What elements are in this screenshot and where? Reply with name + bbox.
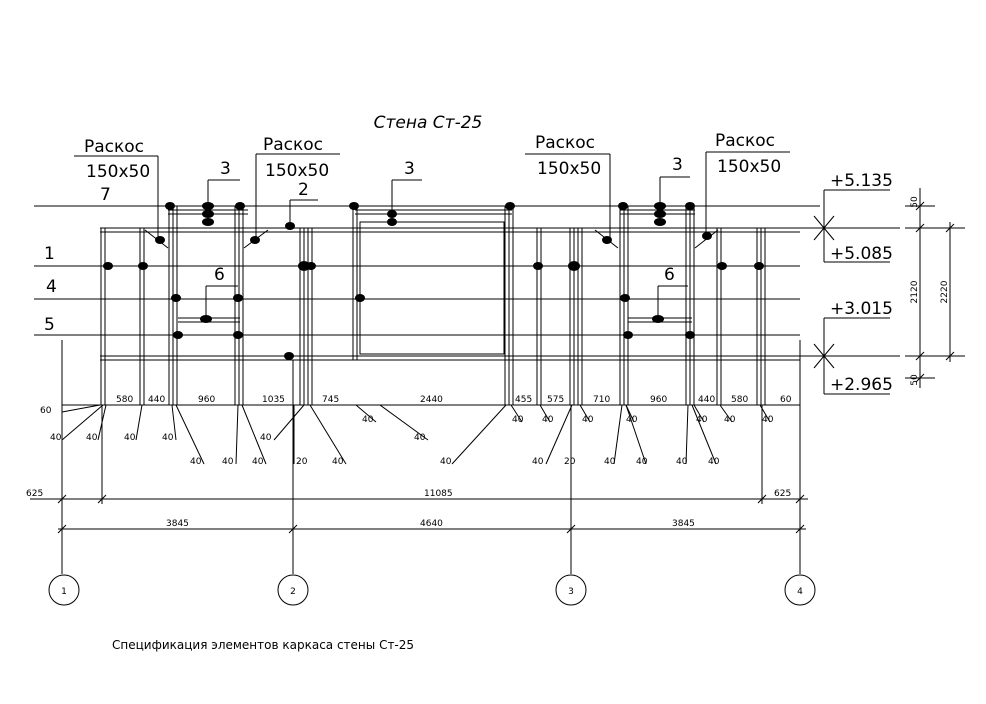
w40-10: 40 (362, 415, 374, 425)
seg-dim-11: 440 (698, 395, 715, 405)
w40-8: 40 (260, 433, 272, 443)
mark-5: 5 (44, 315, 55, 335)
w40-19: 40 (626, 415, 638, 425)
elev-top-lower: +5.085 (830, 244, 893, 264)
braces (144, 229, 719, 249)
mark-3-c: 3 (672, 155, 683, 175)
w20-1: 20 (296, 457, 308, 467)
w40-18: 40 (636, 457, 648, 467)
brace-label-1: Раскос (84, 137, 144, 157)
w40-23: 40 (724, 415, 736, 425)
w40-2: 40 (86, 433, 98, 443)
w40-9: 40 (332, 457, 344, 467)
elev-top-upper: +5.135 (830, 171, 893, 191)
w40-22: 40 (696, 415, 708, 425)
dim-2220: 2220 (940, 280, 950, 303)
seg-dim-3: 960 (198, 395, 215, 405)
seg-dim-5: 745 (322, 395, 339, 405)
w40-24: 40 (762, 415, 774, 425)
brace-size-2: 150x50 (265, 161, 329, 181)
horizontal-members (34, 205, 900, 361)
seg-dim-13: 60 (780, 395, 792, 405)
dim-625-left: 625 (26, 489, 43, 499)
seg-dim-12: 580 (731, 395, 748, 405)
axis-bubble-2 (277, 574, 309, 606)
w40-20: 40 (676, 457, 688, 467)
w40-3: 40 (124, 433, 136, 443)
w40-13: 40 (512, 415, 524, 425)
w20-2: 20 (564, 457, 576, 467)
mark-2: 2 (298, 180, 309, 200)
w40-16: 40 (582, 415, 594, 425)
axis-label-1: 1 (61, 587, 67, 597)
axis-bubble-1 (48, 574, 80, 606)
elevation-marks: +5.135 +5.085 +3.015 +2.965 (813, 171, 893, 395)
dim-50-bot: 50 (910, 374, 920, 386)
drawing-caption: Спецификация элементов каркаса стены Ст-… (112, 638, 414, 652)
grid-axes: 1 2 3 4 (48, 360, 816, 606)
elev-bot-upper: +3.015 (830, 299, 893, 319)
mark-3-b: 3 (404, 159, 415, 179)
brace-label-4: Раскос (715, 131, 775, 151)
w40-6: 40 (222, 457, 234, 467)
seg-dim-0: 60 (40, 406, 52, 416)
axis-bubble-4 (784, 574, 816, 606)
axis-dim-1: 3845 (166, 519, 189, 529)
w40-15: 40 (532, 457, 544, 467)
mark-7: 7 (100, 185, 111, 205)
mark-6-b: 6 (664, 265, 675, 285)
brace-size-4: 150x50 (717, 157, 781, 177)
seg-dim-9: 710 (593, 395, 610, 405)
dim-11085: 11085 (424, 489, 453, 499)
elev-bot-lower: +2.965 (830, 375, 893, 395)
brace-size-3: 150x50 (537, 159, 601, 179)
callouts: Раскос 150x50 Раскос 150x50 Раскос 150x5… (44, 131, 790, 335)
axis-bubble-3 (555, 574, 587, 606)
axis-label-2: 2 (290, 587, 296, 597)
w40-21: 40 (708, 457, 720, 467)
w40-5: 40 (190, 457, 202, 467)
w40-4: 40 (162, 433, 174, 443)
mark-4: 4 (46, 277, 57, 297)
axis-label-4: 4 (797, 587, 803, 597)
vertical-studs (100, 206, 766, 405)
dim-2120: 2120 (910, 280, 920, 303)
w40-17: 40 (604, 457, 616, 467)
axis-dim-3: 3845 (672, 519, 695, 529)
segment-dimensions: 60 580 440 960 1035 745 2440 455 575 710… (40, 395, 800, 416)
axis-dim-2: 4640 (420, 519, 443, 529)
seg-dim-4: 1035 (262, 395, 285, 405)
brace-label-2: Раскос (263, 135, 323, 155)
drawing-title: Стена Ст-25 (374, 113, 483, 133)
mark-6-a: 6 (214, 265, 225, 285)
dim-625-right: 625 (774, 489, 791, 499)
seg-dim-10: 960 (650, 395, 667, 405)
brace-label-3: Раскос (535, 133, 595, 153)
w40-12: 40 (440, 457, 452, 467)
w40-11: 40 (414, 433, 426, 443)
w40-1: 40 (50, 433, 62, 443)
w40-14: 40 (542, 415, 554, 425)
side-dimensions: 50 2120 50 2220 (905, 188, 965, 388)
axis-label-3: 3 (568, 587, 574, 597)
seg-dim-1: 580 (116, 395, 133, 405)
seg-dim-2: 440 (148, 395, 165, 405)
w40-7: 40 (252, 457, 264, 467)
mark-3-a: 3 (220, 159, 231, 179)
brace-size-1: 150x50 (86, 162, 150, 182)
seg-dim-7: 455 (515, 395, 532, 405)
mark-1: 1 (44, 244, 55, 264)
seg-dim-8: 575 (547, 395, 564, 405)
seg-dim-6: 2440 (420, 395, 443, 405)
stud-width-leaders: 40 40 40 40 40 40 40 40 20 40 40 40 40 4… (50, 404, 774, 467)
dim-50-top: 50 (910, 196, 920, 208)
